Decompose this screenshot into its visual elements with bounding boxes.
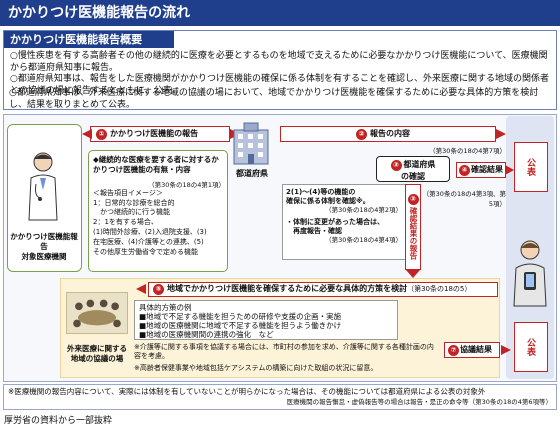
public-box-top: 公表: [514, 142, 548, 192]
arrow-down-icon: [406, 270, 420, 278]
report-item: ＜報告項目イメージ＞: [93, 189, 163, 197]
confirm-report-arrow: ③確認結果の報告: [405, 184, 421, 270]
smartphone-user-icon: [513, 240, 547, 307]
arrow-left-icon: [82, 129, 92, 139]
consult-note: ※介護等に関する事項を協議する場合には、市町村の参加を求め、介護等に関する各種計…: [134, 343, 434, 360]
arrow-right-icon: [505, 165, 514, 175]
arrow-left-icon: [136, 284, 146, 294]
step-2-law: （第30条の18の4第7項）: [429, 147, 506, 155]
overview-line-3: ○都道府県知事は、外来医療に関する地域の協議の場において、地域でかかりつけ医機能…: [9, 88, 539, 110]
report-item: 2：1を有する場合、: [93, 218, 158, 226]
report-bullet: ◆継続的な医療を要する者に対するかかりつけ医機能の有無・内容: [93, 155, 219, 174]
building-icon: [233, 122, 269, 165]
arrow-right-icon: [501, 345, 511, 355]
doctor-icon: [28, 152, 58, 221]
overview-line-2: ○都道府県知事は、報告をした医療機関がかかりつけ医機能の確保に係る体制を有するこ…: [10, 74, 549, 96]
check-detail-box: 2(1)～(4)等の機能の 確保に係る体制を確認※。 （第30条の18の4第2項…: [282, 184, 406, 260]
report-item: その他厚生労働省令で定める機能: [93, 248, 198, 256]
overview-box: かかりつけ医機能報告概要 ○慢性疾患を有する高齢者その他の継続的に医療を必要とす…: [3, 30, 557, 110]
report-law: （第30条の18の4第1項）: [148, 181, 225, 189]
report-item: 1：日常的な診療を総合的: [93, 199, 175, 207]
step-4-law: （第30条の18の4第3項、第5項）: [422, 190, 506, 208]
arrow-right-icon: [496, 129, 506, 139]
consult-note: ※高齢者保健事業や地域包括ケアシステムの構築に向けた取組の状況に留意。: [134, 364, 378, 372]
report-item: 在宅医療、(4)介護等との連携、(5): [93, 238, 204, 246]
clinic-label: かかりつけ医機能報告 対象医療機関: [10, 232, 78, 261]
page-title: かかりつけ医機能報告の流れ: [0, 0, 560, 26]
measures-box: 具体的方策の例 ■地域で不足する機能を担うための研修や支援の企画・実施 ■地域の…: [134, 300, 398, 340]
source-note: 厚労省の資料から一部抜粋: [4, 416, 113, 426]
footnote-box: ※医療機関の報告内容について、実際には体制を有していないことが明らかになった場合…: [3, 384, 557, 410]
report-item: (1)時間外診療、(2)入退院支援、(3): [93, 228, 207, 236]
overview-line-1: ○慢性疾患を有する高齢者その他の継続的に医療を必要とするものを地域で支えるために…: [10, 51, 548, 73]
public-box-bottom: 公表: [514, 322, 548, 372]
consult-label: 外来医療に関する 地域の協議の場: [67, 344, 127, 363]
meeting-photo: [66, 292, 128, 334]
prefecture-label: 都道府県: [236, 169, 268, 178]
overview-heading: かかりつけ医機能報告概要: [4, 31, 174, 48]
report-detail-box: ◆継続的な医療を要する者に対するかかりつけ医機能の有無・内容 （第30条の18の…: [88, 150, 228, 272]
report-item: かつ継続的に行う機能: [93, 208, 170, 216]
